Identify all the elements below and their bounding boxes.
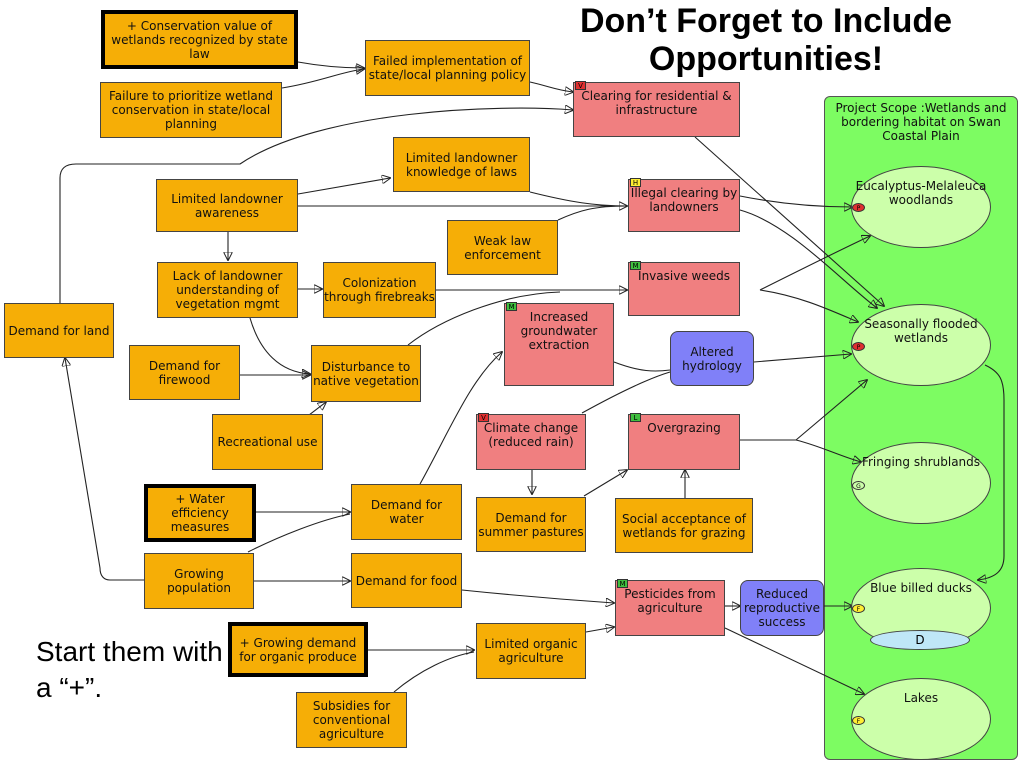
rank-tag: M: [617, 579, 628, 588]
start-with-plus-note: Start them with a “+”.: [36, 636, 223, 703]
node-colonization[interactable]: Colonization through firebreaks: [323, 262, 436, 318]
node-invasive-weeds[interactable]: M Invasive weeds: [628, 261, 740, 316]
edge-failed-implementation-to-clearing: [529, 81, 573, 92]
target-seasonally-flooded[interactable]: P Seasonally flooded wetlands: [851, 304, 991, 386]
node-limited-knowledge[interactable]: Limited landowner knowledge of laws: [393, 137, 530, 192]
node-failed-implementation[interactable]: Failed implementation of state/local pla…: [365, 40, 530, 96]
edge-hydrology-to-seasonally-flooded: [753, 354, 851, 363]
edge-population-to-demand-water: [247, 513, 351, 553]
node-label: Overgrazing: [647, 421, 721, 435]
edge-demand-land-from-population: [65, 358, 144, 581]
node-conservation-value[interactable]: + Conservation value of wetlands recogni…: [101, 10, 298, 69]
target-label: Seasonally flooded wetlands: [864, 317, 978, 345]
node-demand-land[interactable]: Demand for land: [4, 303, 114, 358]
edge-illegal-clearing-to-seasonally-flooded: [739, 209, 877, 308]
edge-seasonally-flooded-to-blue-billed: [978, 364, 1005, 580]
node-recreational[interactable]: Recreational use: [212, 414, 323, 470]
edge-clearing-to-seasonally-flooded: [694, 136, 884, 306]
project-scope-title: Project Scope :Wetlands and bordering ha…: [835, 101, 1007, 143]
edge-food-to-pesticides: [461, 589, 614, 603]
edge-illegal-clearing-to-eucalyptus: [739, 195, 852, 207]
viability-tag: P: [852, 342, 865, 351]
edge-weeds-to-seasonally-flooded: [759, 289, 858, 322]
edge-overgrazing-to-fringing: [795, 439, 861, 462]
node-label: Pesticides from agriculture: [624, 587, 716, 615]
target-label: Fringing shrublands: [861, 455, 981, 469]
target-fringing[interactable]: G Fringing shrublands: [851, 442, 991, 524]
viability-tag: G: [852, 481, 865, 490]
rank-tag: M: [630, 261, 641, 270]
node-reduced-reproductive[interactable]: Reduced reproductive success: [740, 580, 824, 636]
node-organic-demand[interactable]: + Growing demand for organic produce: [228, 622, 368, 677]
node-demand-pastures[interactable]: Demand for summer pastures: [476, 497, 586, 552]
edge-knowledge-to-illegal-clearing: [529, 191, 628, 207]
target-label: Lakes: [903, 691, 939, 705]
edge-demand-land-to-clearing: [59, 108, 573, 303]
node-water-efficiency[interactable]: + Water efficiency measures: [144, 484, 256, 542]
slide-title: Don’t Forget to Include Opportunities!: [579, 2, 953, 78]
node-disturbance[interactable]: Disturbance to native vegetation: [311, 345, 421, 402]
edge-weak-law-to-illegal-clearing: [557, 205, 628, 221]
edge-weeds-to-eucalyptus: [759, 236, 870, 291]
rank-tag: V: [575, 81, 586, 90]
node-pesticides[interactable]: M Pesticides from agriculture: [615, 579, 725, 636]
rank-tag: H: [630, 178, 641, 187]
node-growing-population[interactable]: Growing population: [144, 553, 254, 609]
edge-water-to-groundwater: [419, 352, 502, 485]
target-eucalyptus[interactable]: P Eucalyptus-Melaleuca woodlands: [851, 166, 991, 248]
edge-climate-to-hydrology: [581, 371, 671, 414]
node-weak-law[interactable]: Weak law enforcement: [447, 220, 558, 275]
node-groundwater[interactable]: M Increased groundwater extraction: [504, 302, 614, 386]
node-overgrazing[interactable]: L Overgrazing: [628, 413, 740, 470]
node-label: Climate change (reduced rain): [483, 421, 579, 449]
node-limited-organic[interactable]: Limited organic agriculture: [476, 623, 586, 679]
node-label: Clearing for residential & infrastructur…: [581, 89, 732, 117]
edge-awareness-to-knowledge: [297, 178, 390, 195]
target-label: Eucalyptus-Melaleuca woodlands: [855, 179, 987, 207]
rank-tag: V: [478, 413, 489, 422]
edge-lack-understanding-to-disturbance: [249, 317, 310, 374]
node-altered-hydrology[interactable]: Altered hydrology: [670, 331, 754, 386]
edge-disturbance-to-invasive-weeds: [407, 291, 561, 346]
edge-conservation-to-failed-implementation: [297, 61, 364, 68]
node-failure-prioritize[interactable]: Failure to prioritize wetland conservati…: [100, 82, 282, 138]
node-demand-water[interactable]: Demand for water: [351, 484, 462, 540]
edge-overgrazing-to-seasonally-flooded: [740, 380, 867, 441]
rank-tag: L: [630, 413, 641, 422]
target-label: Blue billed ducks: [870, 581, 972, 595]
node-subsidies[interactable]: Subsidies for conventional agriculture: [296, 692, 407, 748]
node-label: Illegal clearing by landowners: [630, 186, 738, 214]
blue-billed-rank-badge: D: [870, 630, 970, 650]
viability-tag: P: [852, 203, 865, 212]
edge-groundwater-to-hydrology: [613, 361, 671, 372]
node-lack-understanding[interactable]: Lack of landowner understanding of veget…: [157, 262, 298, 318]
node-demand-food[interactable]: Demand for food: [351, 553, 462, 608]
target-lakes[interactable]: F Lakes: [851, 678, 991, 760]
node-climate-change[interactable]: V Climate change (reduced rain): [476, 413, 586, 470]
node-label: Invasive weeds: [638, 269, 730, 283]
edge-failure-prioritize-to-failed-implementation: [281, 69, 364, 89]
node-clearing-residential[interactable]: V Clearing for residential & infrastruct…: [573, 81, 740, 137]
edge-subsidies-to-limited-organic: [393, 651, 475, 693]
viability-tag: F: [852, 604, 865, 613]
node-demand-firewood[interactable]: Demand for firewood: [129, 345, 240, 400]
node-label: Increased groundwater extraction: [520, 310, 598, 352]
edge-pesticides-to-lakes: [724, 627, 864, 694]
rank-tag: M: [506, 302, 517, 311]
edge-pastures-to-overgrazing: [583, 470, 627, 497]
viability-tag: F: [852, 716, 865, 725]
node-social-acceptance[interactable]: Social acceptance of wetlands for grazin…: [615, 498, 753, 553]
edge-limited-organic-to-pesticides: [585, 627, 614, 632]
node-limited-awareness[interactable]: Limited landowner awareness: [156, 179, 298, 232]
node-illegal-clearing[interactable]: H Illegal clearing by landowners: [628, 178, 740, 232]
